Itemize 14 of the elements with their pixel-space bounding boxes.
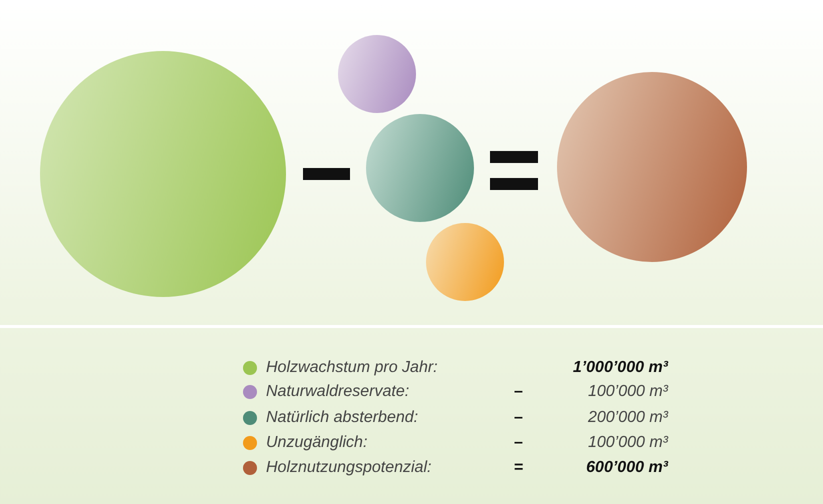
operator-sign: – <box>514 433 523 453</box>
value-label: 100’000 m³ <box>588 382 668 402</box>
value-label: 600’000 m³ <box>586 458 668 478</box>
legend-text: Holznutzungspotenzial: <box>266 458 432 478</box>
legend-text: Natürlich absterbend: <box>266 408 418 428</box>
legend-text: Holzwachstum pro Jahr: <box>266 358 438 378</box>
legend-text: Naturwaldreservate: <box>266 382 410 402</box>
legend-text: Unzugänglich: <box>266 433 368 453</box>
value-label: 100’000 m³ <box>588 433 668 453</box>
operator-sign: – <box>514 382 523 402</box>
value-label: 1’000’000 m³ <box>572 358 668 378</box>
operator-sign: = <box>514 458 524 478</box>
value-label: 200’000 m³ <box>588 408 668 428</box>
operator-sign: – <box>514 408 523 428</box>
